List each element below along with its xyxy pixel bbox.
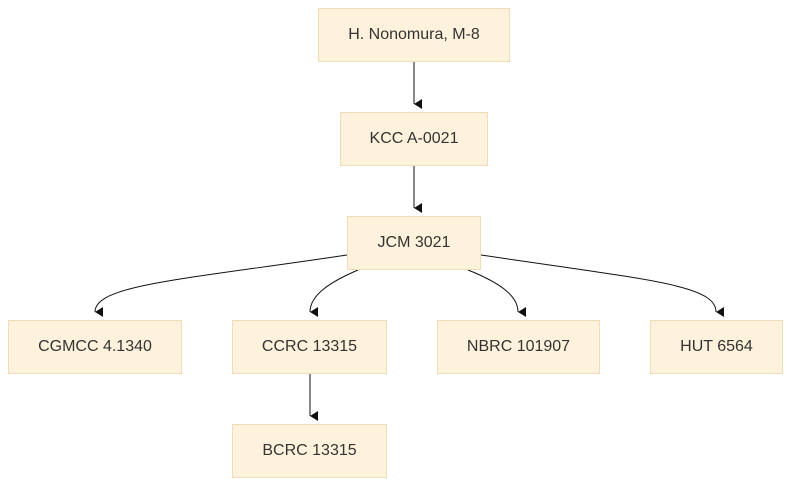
edge-jcm-to-nbrc — [467, 269, 527, 317]
node-label: NBRC 101907 — [466, 338, 571, 355]
node-label: JCM 3021 — [377, 234, 451, 251]
node-label: H. Nonomura, M-8 — [348, 26, 480, 43]
edge-jcm-to-hut — [480, 254, 725, 317]
node-label: CCRC 13315 — [261, 338, 358, 355]
node-label: HUT 6564 — [680, 338, 753, 355]
node-h-nonomura-m8: H. Nonomura, M-8 — [318, 8, 510, 62]
node-bcrc-13315: BCRC 13315 — [232, 424, 387, 478]
node-kcc-a0021: KCC A-0021 — [340, 112, 488, 166]
node-label: KCC A-0021 — [369, 130, 459, 147]
edge-jcm-to-ccrc — [309, 269, 359, 318]
edge-jcm-to-cgmcc — [94, 254, 348, 318]
node-jcm-3021: JCM 3021 — [347, 216, 481, 270]
node-hut-6564: HUT 6564 — [650, 320, 783, 374]
node-cgmcc-4-1340: CGMCC 4.1340 — [8, 320, 182, 374]
node-nbrc-101907: NBRC 101907 — [437, 320, 600, 374]
node-ccrc-13315: CCRC 13315 — [232, 320, 387, 374]
node-label: CGMCC 4.1340 — [38, 338, 152, 355]
node-label: BCRC 13315 — [262, 442, 357, 459]
